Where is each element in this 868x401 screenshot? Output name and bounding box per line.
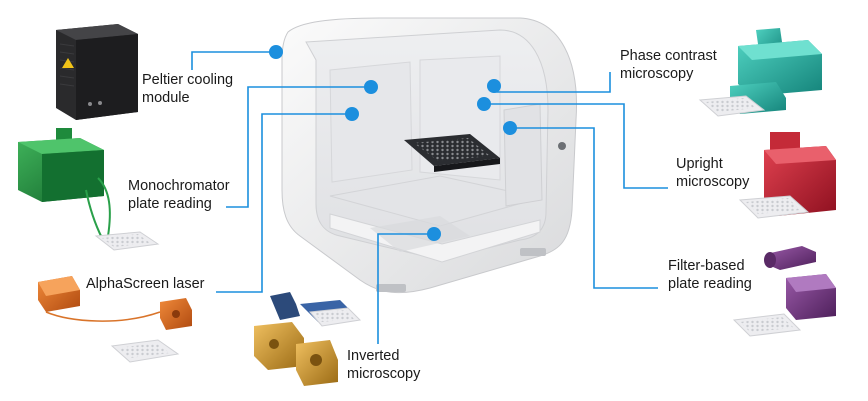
- connector-inverted: [377, 233, 434, 344]
- monochromator-image: [18, 128, 160, 251]
- connector-alphascreen: [216, 113, 352, 293]
- connector-peltier: [191, 51, 276, 70]
- label-upright-microscopy: Upright microscopy: [676, 156, 750, 190]
- marker-alphascreen: [345, 107, 359, 121]
- label-phase-contrast: Phase contrast microscopy: [620, 48, 721, 82]
- inverted-microscopy-image: [254, 292, 362, 386]
- connector-upright: [484, 103, 668, 189]
- filter-based-image: [732, 246, 836, 337]
- label-monochromator: Monochromator plate reading: [128, 178, 234, 212]
- marker-inverted: [427, 227, 441, 241]
- label-inverted-microscopy: Inverted microscopy: [347, 348, 421, 382]
- instrument-housing: [281, 17, 577, 294]
- connector-filter-based: [510, 127, 658, 289]
- upright-microscopy-image: [738, 132, 836, 219]
- phase-contrast-image: [698, 28, 822, 117]
- label-peltier-cooling: Peltier cooling module: [142, 72, 237, 106]
- marker-filter-based: [503, 121, 517, 135]
- marker-peltier: [269, 45, 283, 59]
- label-filter-based: Filter-based plate reading: [668, 258, 752, 292]
- marker-upright: [477, 97, 491, 111]
- label-alphascreen: AlphaScreen laser: [86, 276, 205, 292]
- marker-monochromator: [364, 80, 378, 94]
- connector-monochromator: [226, 86, 371, 208]
- peltier-module-image: [56, 24, 138, 120]
- alphascreen-laser-image: [38, 276, 192, 363]
- callout-connectors: [191, 45, 668, 344]
- marker-phase-contrast: [487, 79, 501, 93]
